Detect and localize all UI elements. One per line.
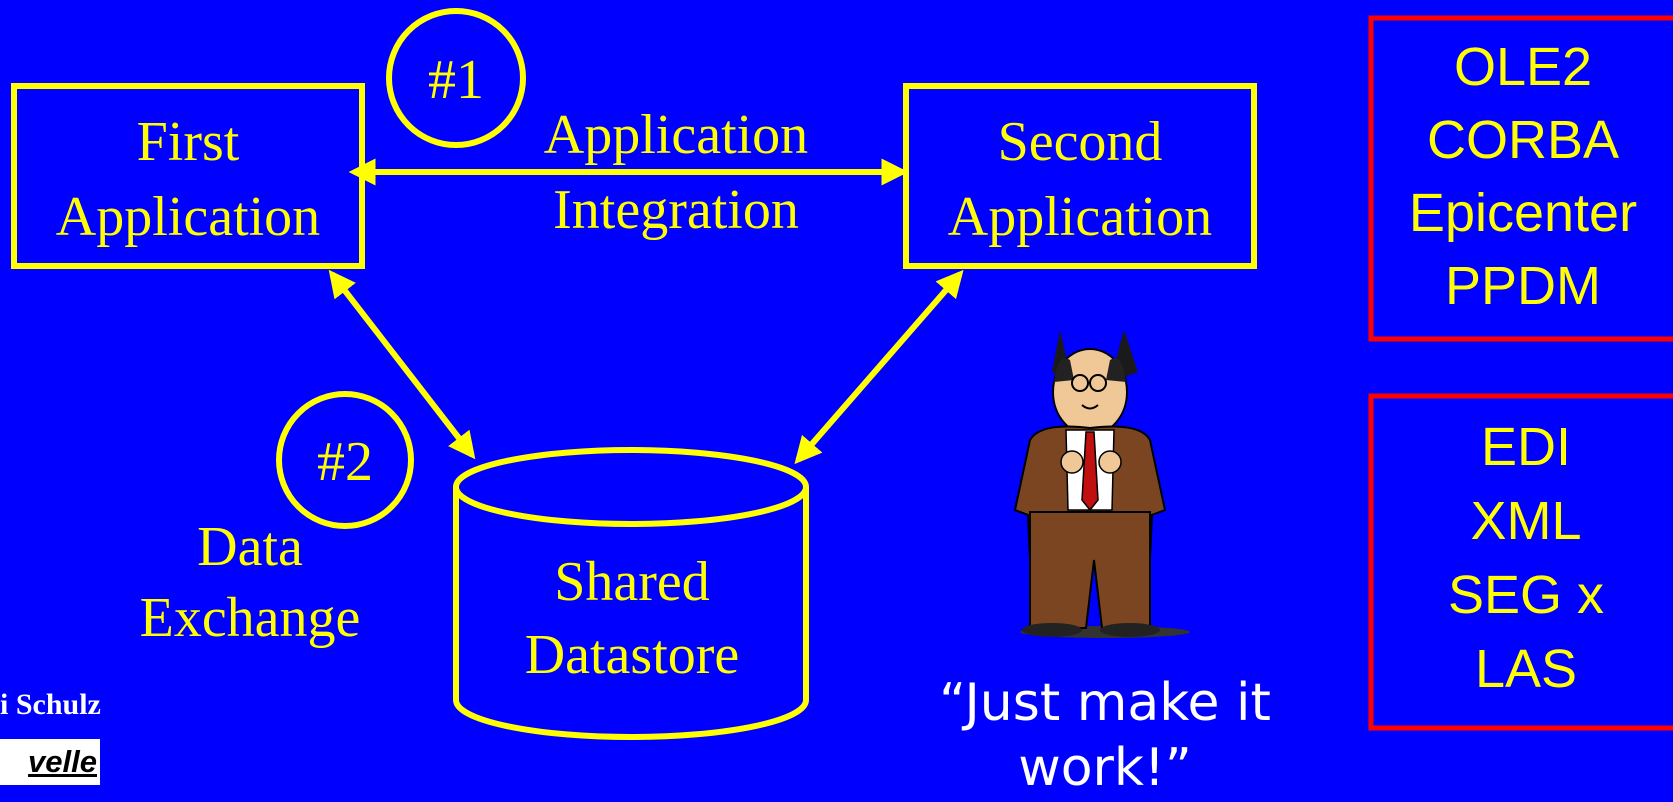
formats-item: LAS [1475, 639, 1577, 699]
formats-item: EDI [1481, 417, 1571, 477]
caption-line2: work!” [1018, 738, 1192, 798]
caption-line1: “Just make it [939, 673, 1271, 733]
data-exchange-label-line1: Data [197, 516, 303, 578]
badge-one: #1 [386, 8, 526, 148]
company-logo: velle [0, 739, 100, 785]
integration-standards-box: OLE2 CORBA Epicenter PPDM [1368, 15, 1673, 342]
data-exchange-label-line2: Exchange [140, 587, 361, 649]
first-application-label-line1: First [137, 111, 240, 173]
formats-item: XML [1470, 491, 1581, 551]
data-formats-box: EDI XML SEG x LAS [1368, 393, 1673, 731]
cartoon-manager-icon [1013, 330, 1190, 638]
badge-one-label: #1 [428, 49, 484, 111]
second-application-label-line1: Second [998, 111, 1163, 173]
first-to-datastore-arrow [328, 269, 476, 460]
first-application-node: First Application [11, 83, 365, 269]
first-application-label-line2: Application [56, 186, 320, 248]
app-integration-label-line1: Application [544, 104, 808, 166]
formats-item: SEG x [1448, 565, 1604, 625]
badge-two-label: #2 [317, 431, 373, 493]
author-name: i Schulz [0, 688, 101, 721]
standards-item: CORBA [1427, 110, 1619, 170]
standards-item: OLE2 [1454, 37, 1592, 97]
standards-item: PPDM [1445, 256, 1601, 316]
app-integration-label-line2: Integration [553, 179, 799, 241]
shared-datastore-label-line1: Shared [554, 551, 710, 613]
second-application-node: Second Application [903, 83, 1257, 269]
second-to-datastore-arrow [794, 269, 964, 465]
second-application-label-line2: Application [948, 186, 1212, 248]
shared-datastore-node: Shared Datastore [453, 447, 809, 740]
badge-two: #2 [276, 391, 414, 529]
standards-item: Epicenter [1409, 183, 1637, 243]
shared-datastore-label-line2: Datastore [525, 624, 740, 686]
